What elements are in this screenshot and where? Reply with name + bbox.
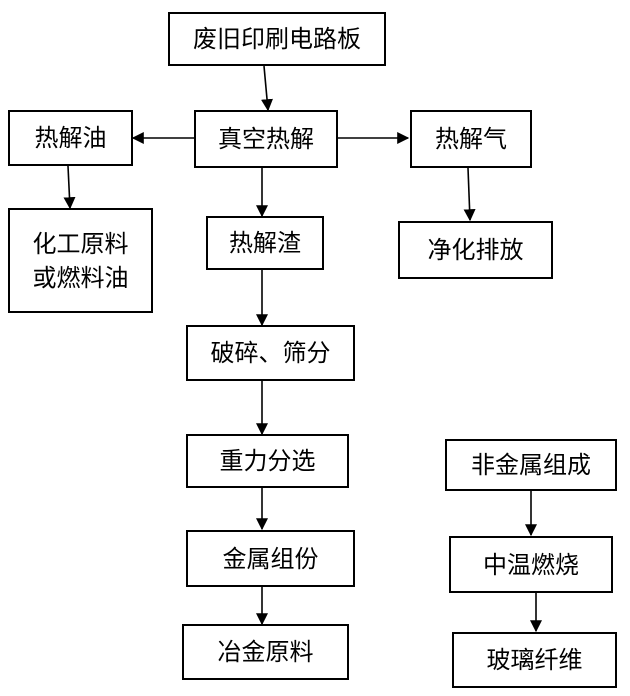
node-pyrolysis-gas: 热解气 <box>410 110 532 168</box>
node-pyrolysis-residue: 热解渣 <box>206 216 324 270</box>
node-pyrolysis-residue-label: 热解渣 <box>229 229 301 257</box>
arrow-pcb-to-vacuum <box>261 65 273 112</box>
node-pyrolysis-gas-label: 热解气 <box>435 125 507 153</box>
node-chemical-feedstock: 化工原料 或燃料油 <box>8 208 153 313</box>
node-purify-discharge: 净化排放 <box>398 221 553 279</box>
node-metal-component-label: 金属组份 <box>222 544 319 573</box>
node-chemical-feedstock-line2: 或燃料油 <box>32 263 129 292</box>
node-medium-temp-combustion-label: 中温燃烧 <box>483 550 579 579</box>
node-metallurgical-material-label: 冶金原料 <box>217 638 314 666</box>
node-metallurgical-material: 冶金原料 <box>182 624 349 680</box>
node-glass-fiber-label: 玻璃纤维 <box>486 646 583 674</box>
node-gravity-separation-label: 重力分选 <box>219 447 316 475</box>
node-pyrolysis-oil-label: 热解油 <box>34 124 107 152</box>
arrow-gas-to-purify <box>463 167 476 222</box>
node-waste-pcb-label: 废旧印刷电路板 <box>193 25 361 53</box>
node-metal-component: 金属组份 <box>186 530 355 587</box>
node-vacuum-pyrolysis: 真空热解 <box>194 110 338 168</box>
node-crush-screen: 破碎、筛分 <box>186 325 355 381</box>
node-gravity-separation: 重力分选 <box>186 434 349 488</box>
node-medium-temp-combustion: 中温燃烧 <box>449 536 613 593</box>
node-vacuum-pyrolysis-label: 真空热解 <box>218 125 314 153</box>
node-nonmetal-composition-label: 非金属组成 <box>471 451 591 479</box>
node-crush-screen-label: 破碎、筛分 <box>210 339 331 367</box>
node-pyrolysis-oil: 热解油 <box>8 110 133 166</box>
node-chemical-feedstock-line1: 化工原料 <box>32 229 129 258</box>
arrow-oil-to-feedstock <box>63 165 76 210</box>
node-nonmetal-composition: 非金属组成 <box>445 439 617 491</box>
node-glass-fiber: 玻璃纤维 <box>452 632 617 688</box>
node-purify-discharge-label: 净化排放 <box>427 236 524 264</box>
node-waste-pcb: 废旧印刷电路板 <box>168 12 386 66</box>
